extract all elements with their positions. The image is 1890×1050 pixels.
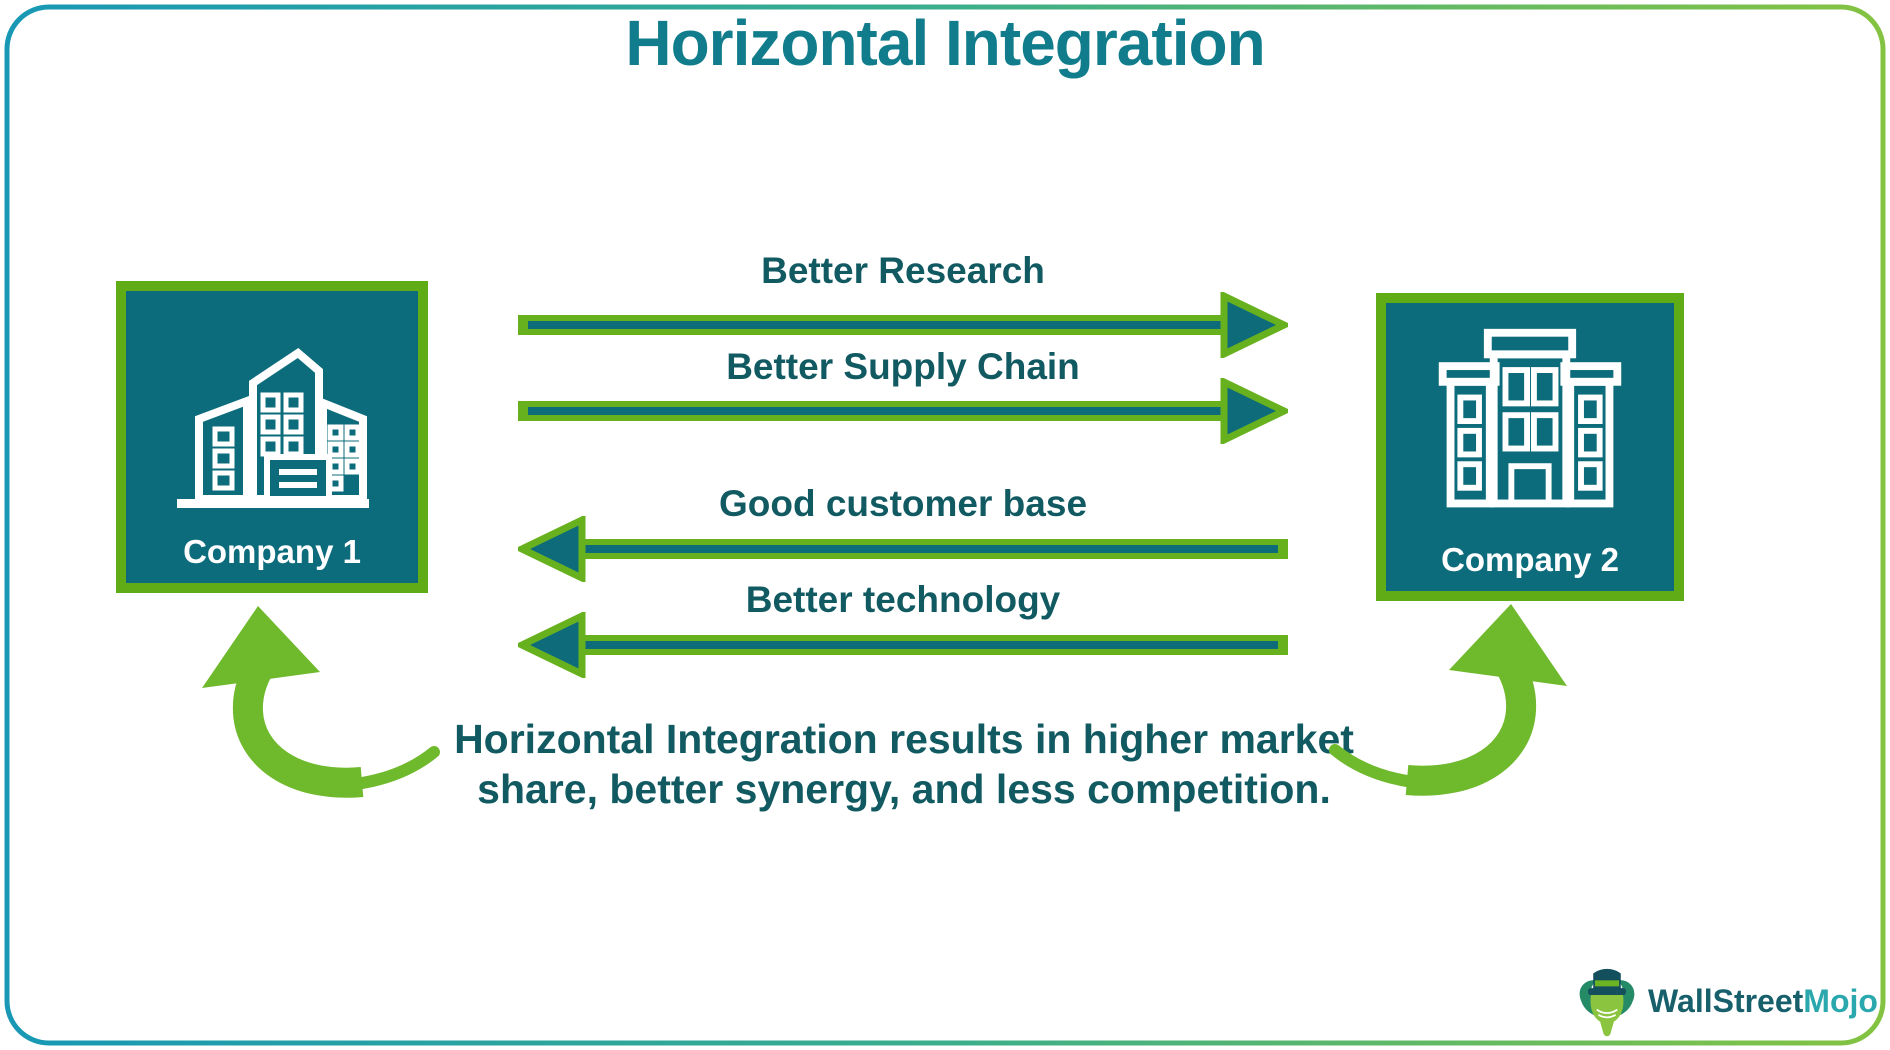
logo-text-primary: WallStreet bbox=[1648, 982, 1804, 1019]
right-arrow-icon bbox=[518, 292, 1288, 358]
arrow-label-better-technology: Better technology bbox=[745, 579, 1061, 620]
curved-up-arrow-icon bbox=[1329, 604, 1567, 796]
caption-text: Horizontal Integration results in higher… bbox=[454, 716, 1354, 813]
left-arrow-icon bbox=[518, 516, 1288, 582]
wallstreetmojo-logo: WallStreetMojo bbox=[1576, 962, 1878, 1040]
company-2-box: Company 2 bbox=[1376, 293, 1684, 601]
left-arrow-icon bbox=[518, 612, 1288, 678]
curved-up-arrow-icon bbox=[202, 606, 440, 798]
right-arrow-icon bbox=[518, 378, 1288, 444]
skyscraper-cluster-icon bbox=[177, 347, 369, 508]
page-title: Horizontal Integration bbox=[625, 7, 1265, 79]
company-1-box: Company 1 bbox=[116, 281, 428, 593]
arrow-label-good-customer-base: Good customer base bbox=[718, 483, 1088, 524]
arrow-label-better-research: Better Research bbox=[761, 250, 1045, 291]
office-building-icon bbox=[1438, 328, 1622, 508]
arrow-label-better-supply-chain: Better Supply Chain bbox=[726, 346, 1080, 387]
company-1-label: Company 1 bbox=[183, 533, 361, 570]
logo-wordmark: WallStreetMojo bbox=[1648, 983, 1878, 1020]
logo-text-accent: Mojo bbox=[1803, 982, 1878, 1019]
wallstreetmojo-bull-icon bbox=[1579, 968, 1635, 1037]
company-2-label: Company 2 bbox=[1441, 541, 1619, 578]
